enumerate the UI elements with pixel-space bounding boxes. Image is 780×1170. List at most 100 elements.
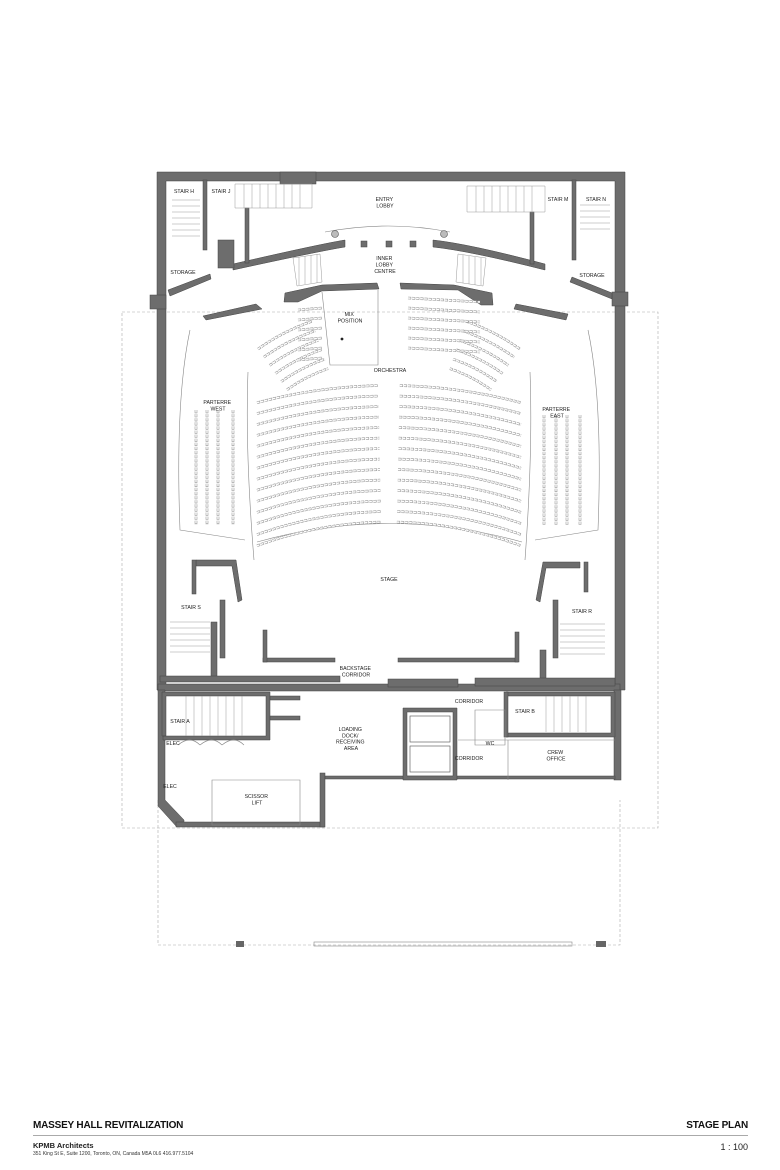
label-line: INNER — [376, 256, 392, 262]
seat-row — [397, 500, 522, 525]
seat-row — [256, 458, 380, 480]
seat-row — [297, 327, 323, 331]
label-parterre-east: PARTERRE EAST — [542, 407, 571, 420]
stage-walls — [159, 559, 616, 688]
label-storage-east: STORAGE — [579, 273, 605, 279]
label-line: LOBBY — [376, 204, 394, 210]
seat-row — [397, 479, 522, 502]
label-stair-a: STAIR A — [170, 719, 190, 725]
exterior-walls — [149, 171, 629, 828]
label-line: LOADING — [339, 727, 362, 733]
label-elec-south: ELEC — [163, 784, 177, 790]
lobby-walls — [167, 179, 613, 300]
seat-row — [398, 458, 522, 480]
seat-row — [449, 367, 492, 391]
label-stair-n: STAIR N — [586, 197, 606, 203]
seat-row — [399, 384, 522, 404]
label-line: AREA — [344, 746, 359, 752]
label-line: POSITION — [338, 319, 363, 325]
seat-row — [297, 317, 323, 321]
seat-row — [399, 416, 522, 437]
seat-row — [256, 447, 380, 469]
firm-name: KPMB Architects — [33, 1141, 94, 1150]
seat-row — [397, 468, 522, 491]
seat-row — [297, 306, 323, 312]
seat-row — [256, 416, 379, 437]
label-stair-s: STAIR S — [181, 605, 201, 611]
label-line: WEST — [211, 407, 227, 413]
seat-row — [398, 437, 522, 458]
label-loading-dock: LOADING DOCK/ RECEIVING AREA — [336, 727, 366, 752]
seat-row — [297, 307, 323, 311]
seat-row — [286, 367, 329, 391]
seat-row — [257, 320, 313, 350]
seating — [194, 296, 582, 548]
seat-row — [397, 510, 522, 536]
label-parterre-west: PARTERRE WEST — [203, 400, 232, 413]
sheet-title: STAGE PLAN — [686, 1120, 748, 1131]
seat-row — [256, 489, 381, 514]
seat-row — [297, 347, 323, 351]
seat-row — [407, 306, 481, 314]
seat-row — [256, 468, 381, 491]
label-line: MIX — [345, 312, 355, 318]
label-line: CORRIDOR — [342, 673, 370, 679]
seat-row — [280, 358, 326, 383]
label-line: ENTRY — [376, 197, 394, 203]
label-stair-m: STAIR M — [548, 197, 569, 203]
seat-row — [452, 358, 498, 383]
label-line: EAST — [550, 414, 564, 420]
label-storage-west: STORAGE — [170, 270, 196, 276]
label-line: PARTERRE — [542, 407, 570, 413]
seat-row — [399, 405, 522, 426]
seat-row — [399, 395, 522, 415]
back-of-house-walls — [161, 691, 616, 826]
seat-row — [297, 337, 323, 341]
seat-row — [256, 405, 379, 426]
title-divider — [33, 1135, 748, 1136]
label-corridor-north: CORRIDOR — [455, 699, 483, 705]
seat-row — [407, 296, 481, 304]
seat-row — [407, 326, 481, 334]
seat-row — [465, 320, 521, 350]
seat-row — [280, 357, 326, 383]
seat-row — [297, 316, 323, 322]
seat-row — [407, 316, 481, 324]
seat-row — [449, 367, 492, 391]
project-title: MASSEY HALL REVITALIZATION — [33, 1120, 184, 1131]
seat-row — [256, 510, 381, 536]
label-stair-j: STAIR J — [212, 189, 231, 195]
seat-row — [269, 339, 319, 366]
seat-row — [274, 349, 322, 375]
label-line: LOBBY — [376, 263, 394, 269]
seat-row — [256, 521, 382, 547]
label-line: RECEIVING — [336, 740, 365, 746]
seat-row — [462, 330, 515, 358]
seat-row — [286, 367, 329, 391]
label-line: DOCK/ — [342, 733, 359, 739]
label-stair-r: STAIR R — [572, 609, 592, 615]
label-entry-lobby: ENTRY LOBBY — [376, 197, 395, 210]
label-stair-b: STAIR B — [515, 709, 535, 715]
seat-row — [398, 447, 522, 469]
label-mix-position: MIX POSITION — [338, 312, 363, 325]
label-line: LIFT — [252, 801, 263, 807]
seat-row — [256, 479, 381, 502]
site-outline — [121, 311, 659, 947]
label-inner-lobby: INNER LOBBY CENTRE — [374, 256, 396, 275]
label-stair-h: STAIR H — [174, 189, 194, 195]
seat-row — [297, 326, 323, 332]
label-line: CENTRE — [374, 269, 396, 275]
seat-row — [407, 336, 481, 344]
seat-row — [396, 521, 522, 547]
label-line: PARTERRE — [203, 400, 231, 406]
seat-row — [256, 395, 379, 415]
firm-address: 351 King St E, Suite 1200, Toronto, ON, … — [33, 1151, 194, 1157]
seat-row — [256, 437, 380, 458]
label-line: CREW — [547, 750, 563, 756]
auditorium-walls — [178, 282, 600, 561]
label-orchestra: ORCHESTRA — [374, 368, 407, 374]
label-elec-north: ELEC — [166, 741, 180, 747]
label-line: OFFICE — [546, 757, 566, 763]
